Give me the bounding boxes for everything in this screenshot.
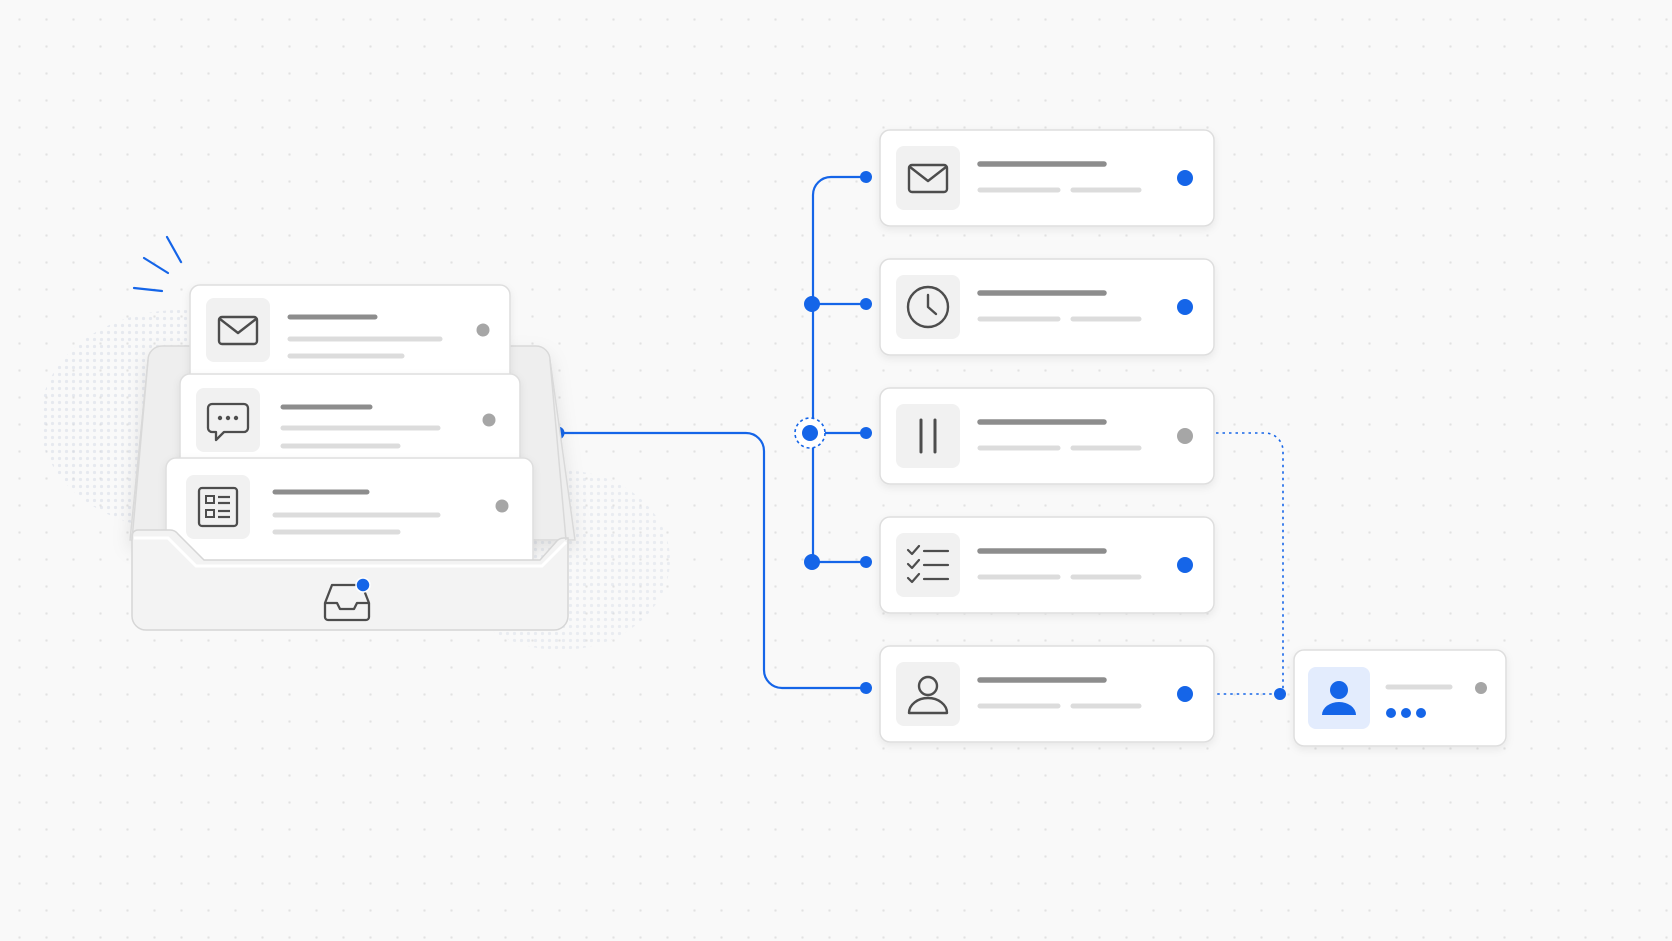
inbox-item-icon-tile xyxy=(206,298,270,362)
sparkle-line xyxy=(142,256,170,275)
form-frame xyxy=(197,486,239,528)
tray-slot xyxy=(325,601,369,611)
inbox-item-card[interactable] xyxy=(189,284,511,396)
inbox-item-card[interactable] xyxy=(165,457,534,569)
route-card-bg xyxy=(879,516,1215,614)
check-mark xyxy=(906,558,921,570)
mail-icon xyxy=(217,315,259,346)
route-card[interactable] xyxy=(879,516,1215,614)
connectors xyxy=(551,171,1286,700)
route-card[interactable] xyxy=(879,129,1215,227)
connector-bus xyxy=(811,175,866,562)
avatar-head xyxy=(1330,681,1348,699)
chat-bubble-icon xyxy=(206,402,250,442)
route-card[interactable] xyxy=(879,645,1215,743)
form-box xyxy=(205,495,215,504)
check-mark xyxy=(906,572,921,584)
route-card[interactable] xyxy=(879,258,1215,356)
route-card[interactable] xyxy=(879,387,1215,485)
status-dot xyxy=(1177,299,1193,315)
route-icon-tile xyxy=(896,146,960,210)
node-bus[interactable] xyxy=(804,296,820,312)
bubble-outline xyxy=(206,402,250,442)
mail-body xyxy=(907,163,949,194)
status-dot xyxy=(482,413,496,427)
mail-icon xyxy=(907,163,949,194)
connector-inbox-to-user xyxy=(560,431,866,690)
route-card-bg xyxy=(879,645,1215,743)
pause-icon xyxy=(919,418,937,454)
clock-face xyxy=(906,285,950,329)
ellipsis-dot xyxy=(1416,708,1426,718)
route-cards xyxy=(879,129,1215,743)
status-dot xyxy=(1177,428,1193,444)
user-head xyxy=(917,675,939,697)
mail-flap xyxy=(219,318,257,335)
notification-dot xyxy=(355,577,371,593)
bubble-dot xyxy=(233,415,239,421)
checklist-icon xyxy=(906,544,950,584)
inbox-tray[interactable] xyxy=(129,235,576,631)
mail-flap xyxy=(909,166,947,183)
inbox-item-card[interactable] xyxy=(179,373,521,485)
ellipsis-dot xyxy=(1386,708,1396,718)
node-bus[interactable] xyxy=(804,554,820,570)
connector-dotted xyxy=(1216,432,1284,695)
route-card-bg xyxy=(879,129,1215,227)
node-router[interactable] xyxy=(802,425,818,441)
avatar-body xyxy=(1322,702,1356,715)
tray-side xyxy=(549,359,567,541)
check-mark xyxy=(906,544,921,556)
bubble-dot xyxy=(225,415,231,421)
tray-front-highlight xyxy=(134,536,568,568)
user-avatar-icon xyxy=(1322,681,1356,715)
node-route-in[interactable] xyxy=(860,171,872,183)
route-icon-tile xyxy=(896,404,960,468)
form-list-icon xyxy=(197,486,239,528)
status-dot xyxy=(1177,686,1193,702)
node-route-in[interactable] xyxy=(860,427,872,439)
route-card-bg xyxy=(879,258,1215,356)
node-assignee-in[interactable] xyxy=(1274,688,1286,700)
tray-side xyxy=(131,359,149,541)
ellipsis-dot xyxy=(1401,708,1411,718)
sparkle-line xyxy=(165,235,183,264)
mail-body xyxy=(217,315,259,346)
clock-icon xyxy=(906,285,950,329)
assignee-card[interactable] xyxy=(1293,649,1507,747)
route-card-bg xyxy=(879,387,1215,485)
user-icon xyxy=(907,675,949,715)
status-dot xyxy=(476,323,490,337)
node-route-in[interactable] xyxy=(860,556,872,568)
user-body xyxy=(907,696,949,715)
node-route-in[interactable] xyxy=(860,298,872,310)
node-route-in[interactable] xyxy=(860,682,872,694)
status-dot xyxy=(1177,170,1193,186)
status-dot xyxy=(1177,557,1193,573)
sparkle-line xyxy=(132,286,164,293)
inbox-item-icon-tile xyxy=(186,475,250,539)
status-dot xyxy=(495,499,509,513)
form-box xyxy=(205,509,215,518)
status-dot xyxy=(1475,682,1487,694)
clock-hands xyxy=(926,293,938,316)
bubble-dot xyxy=(217,415,223,421)
inbox-tray-icon xyxy=(323,583,371,622)
